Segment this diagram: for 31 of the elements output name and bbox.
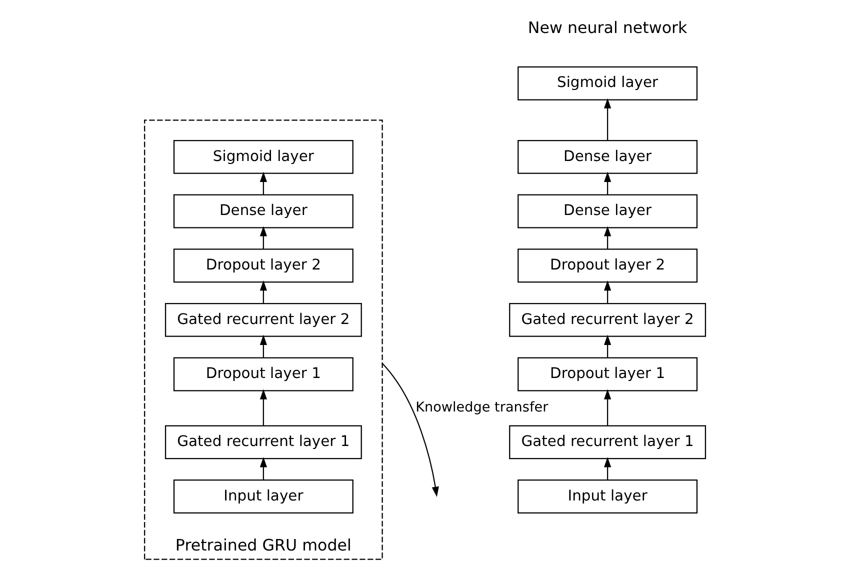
node-box: Dense layer [518,194,698,228]
arrow [604,98,612,140]
node-box: Input layer [173,480,354,514]
arrow [260,280,268,304]
arrow [604,389,612,426]
arrow [382,363,439,498]
arrow [260,172,268,195]
arrow [260,226,268,250]
node-box: Input layer [518,480,698,514]
node-box: Dense layer [518,140,698,174]
node-box: Dropout layer 1 [518,357,698,392]
arrow [260,389,268,426]
arrow [604,457,612,480]
node-box: Gated recurrent layer 2 [164,302,362,337]
node-box: Gated recurrent layer 2 [509,302,706,337]
node-box: Sigmoid layer [518,66,698,100]
node-box: Gated recurrent layer 1 [509,425,706,460]
edge-label: Knowledge transfer [416,400,548,416]
node-box: Dropout layer 2 [518,248,698,283]
arrow [260,334,268,358]
node-box: Dropout layer 1 [173,357,354,392]
arrow [604,334,612,358]
node-box: Gated recurrent layer 1 [164,425,362,460]
node-box: Sigmoid layer [173,140,354,174]
arrow [260,457,268,480]
arrow [604,280,612,304]
node-box: Dropout layer 2 [173,248,354,283]
node-box: Dense layer [173,194,354,228]
label: New neural network [528,18,688,38]
arrow [604,172,612,195]
arrow [604,226,612,250]
